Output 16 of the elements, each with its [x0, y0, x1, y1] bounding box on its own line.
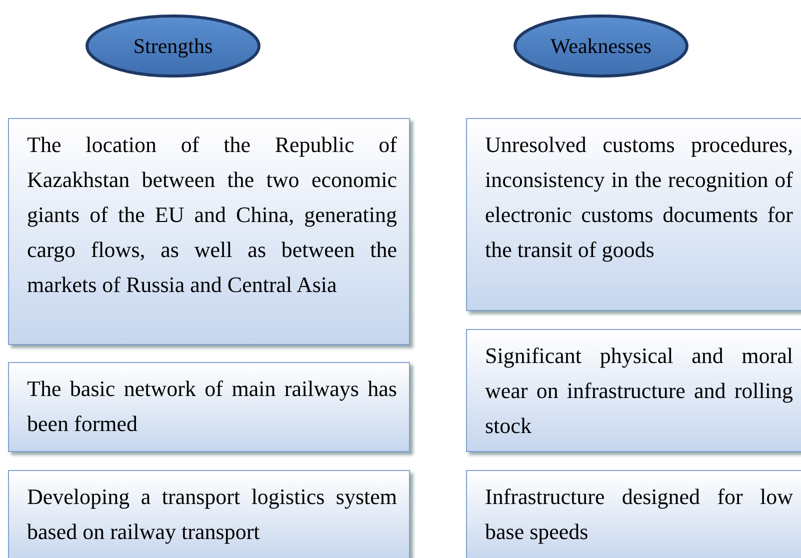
box-text: Significant physical and moral wear on infrastructure and rolling stock — [485, 342, 793, 440]
heading-text: Weaknesses — [550, 34, 652, 58]
box-text: The location of the Republic of Kazakhstan between the two economic giants of the EU and China, generating cargo flows, as well as between the markets of Russia and Central Asia — [27, 131, 397, 299]
box-text: Unresolved customs procedures, inconsistency in the recognition of electronic customs documents for the transit of goods — [485, 131, 793, 264]
text-box — [466, 118, 801, 311]
text-box — [8, 470, 410, 558]
heading-ellipse — [513, 14, 689, 78]
text-box — [466, 329, 801, 452]
text-box — [8, 118, 410, 345]
heading-ellipse — [85, 14, 261, 78]
heading-text: Strengths — [133, 34, 213, 58]
box-text: Infrastructure designed for low base speeds — [485, 483, 793, 546]
text-box — [8, 362, 410, 452]
box-text: Developing a transport logistics system based on railway transport — [27, 483, 397, 546]
text-box — [466, 470, 801, 558]
box-text: The basic network of main railways has been formed — [27, 375, 397, 438]
